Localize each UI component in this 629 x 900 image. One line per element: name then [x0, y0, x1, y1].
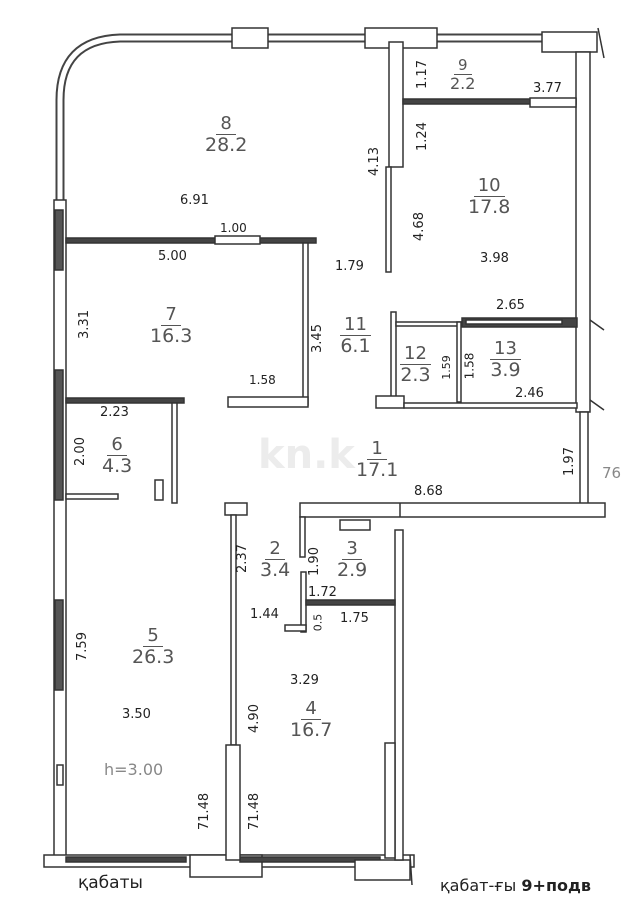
- dimension-label: 1.24: [414, 122, 430, 151]
- room-area: 17.1: [356, 459, 399, 481]
- room-10: 10 17.8: [468, 177, 510, 217]
- dimension-label: 1.97: [561, 447, 577, 476]
- room-number: 12: [400, 345, 431, 365]
- room-area: 28.2: [205, 134, 248, 156]
- dimension-label: 1.58: [462, 352, 477, 380]
- dimension-label: 8.68: [414, 484, 443, 499]
- dimension-label: 3.31: [76, 310, 92, 339]
- room-number: 3: [342, 540, 362, 560]
- room-area: 4.3: [102, 455, 133, 477]
- room-number: 1: [367, 440, 387, 460]
- dimension-label: 1.44: [250, 607, 279, 622]
- dimension-label: 6.91: [180, 193, 209, 208]
- floor-value: 9+подв: [521, 876, 592, 895]
- dimension-label: 1.00: [220, 221, 247, 235]
- dimension-label: 0.5: [311, 613, 325, 632]
- dimension-label: 2.00: [72, 437, 88, 466]
- dimension-label: 71.48: [247, 792, 263, 831]
- dimension-label: 3.29: [290, 673, 319, 688]
- room-2: 2 3.4: [260, 540, 290, 580]
- room-13: 13 3.9: [490, 340, 521, 380]
- room-area: 16.3: [150, 325, 193, 347]
- room-number: 2: [265, 540, 285, 560]
- dimension-label: 4.13: [366, 147, 382, 176]
- floor-caption-left: қабаты: [78, 873, 143, 893]
- dimension-label: 1.58: [249, 373, 276, 387]
- dimension-label: 1.59: [439, 355, 453, 380]
- room-number: 9: [453, 58, 472, 75]
- room-number: 8: [216, 115, 236, 135]
- floor-caption-right: қабат-ғы 9+подв: [440, 876, 591, 895]
- dimension-label: 4.68: [411, 212, 427, 241]
- dimension-label: 3.77: [533, 81, 562, 96]
- dimension-label: 4.90: [246, 704, 262, 733]
- room-number: 11: [340, 316, 371, 336]
- dimension-label: 1.17: [414, 60, 430, 89]
- room-number: 7: [161, 306, 181, 326]
- dimension-label: 2.46: [515, 386, 544, 401]
- room-area: 2.9: [337, 559, 368, 581]
- dimension-label: 2.65: [496, 298, 525, 313]
- dimension-label: 3.45: [309, 324, 325, 353]
- room-area: 2.2: [450, 74, 476, 93]
- room-area: 26.3: [132, 646, 175, 668]
- room-number: 10: [473, 177, 505, 197]
- watermark: kn.k: [258, 432, 355, 478]
- dimension-label: 2.37: [234, 544, 250, 573]
- room-7: 7 16.3: [150, 306, 192, 346]
- ceiling-height: h=3.00: [104, 760, 164, 779]
- dimension-label: 2.23: [100, 405, 129, 420]
- dimension-label: 5.00: [158, 249, 187, 264]
- room-1: 1 17.1: [356, 440, 398, 480]
- floor-label: қабат-ғы: [440, 876, 517, 895]
- room-area: 3.9: [490, 359, 521, 381]
- dimension-label: 76: [602, 464, 622, 482]
- room-3: 3 2.9: [337, 540, 367, 580]
- room-9: 9 2.2: [450, 58, 475, 92]
- room-area: 17.8: [468, 196, 511, 218]
- dimension-label: 1.90: [306, 547, 322, 576]
- room-number: 5: [143, 627, 163, 647]
- room-11: 11 6.1: [340, 316, 371, 356]
- dimension-label: 3.98: [480, 251, 509, 266]
- dimension-label: 71.48: [197, 792, 213, 831]
- room-6: 6 4.3: [102, 436, 132, 476]
- room-area: 16.7: [290, 719, 333, 741]
- dimension-label: 3.50: [122, 707, 151, 722]
- room-8: 8 28.2: [205, 115, 247, 155]
- room-number: 6: [107, 436, 127, 456]
- dimension-label: 1.75: [340, 611, 369, 626]
- room-area: 6.1: [340, 335, 371, 357]
- room-area: 3.4: [260, 559, 291, 581]
- room-number: 13: [490, 340, 521, 360]
- room-5: 5 26.3: [132, 627, 174, 667]
- dimension-label: 7.59: [74, 632, 90, 661]
- room-4: 4 16.7: [290, 700, 332, 740]
- dimension-label: 1.79: [335, 259, 364, 274]
- room-area: 2.3: [400, 364, 431, 386]
- room-12: 12 2.3: [400, 345, 431, 385]
- dimension-label: 1.72: [308, 585, 337, 600]
- room-number: 4: [301, 700, 321, 720]
